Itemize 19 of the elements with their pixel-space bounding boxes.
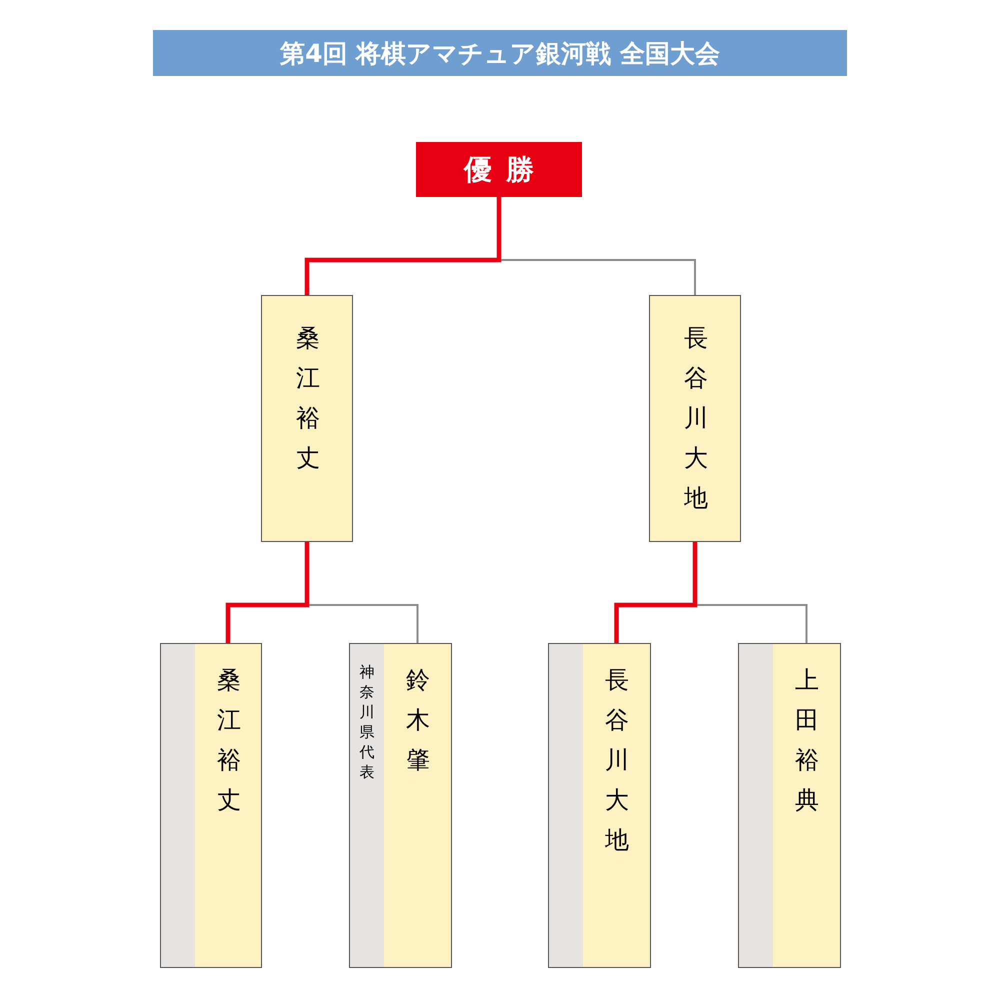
player-card: [349, 643, 452, 968]
affiliation-label: 神奈川県代表: [359, 662, 375, 782]
player-card: [649, 295, 741, 542]
winner-label: 優勝: [464, 152, 548, 188]
player-name: 桑江裕丈: [295, 323, 321, 474]
player-name: 上田裕典: [794, 665, 820, 816]
player-card: [160, 643, 262, 968]
player-name: 長谷川大地: [683, 323, 709, 514]
player-name: 鈴木肇: [405, 665, 431, 776]
bracket-line: [226, 542, 310, 643]
player-name: 桑江裕丈: [216, 665, 242, 816]
player-card: [261, 295, 353, 542]
bracket-line: [304, 197, 502, 295]
winner-box: [416, 142, 582, 197]
title-banner: 第4回 将棋アマチュア銀河戦 全国大会: [153, 30, 847, 76]
player-card: [738, 643, 841, 968]
player-name: 長谷川大地: [604, 665, 630, 856]
player-card: [548, 643, 651, 968]
bracket-line: [614, 542, 698, 643]
